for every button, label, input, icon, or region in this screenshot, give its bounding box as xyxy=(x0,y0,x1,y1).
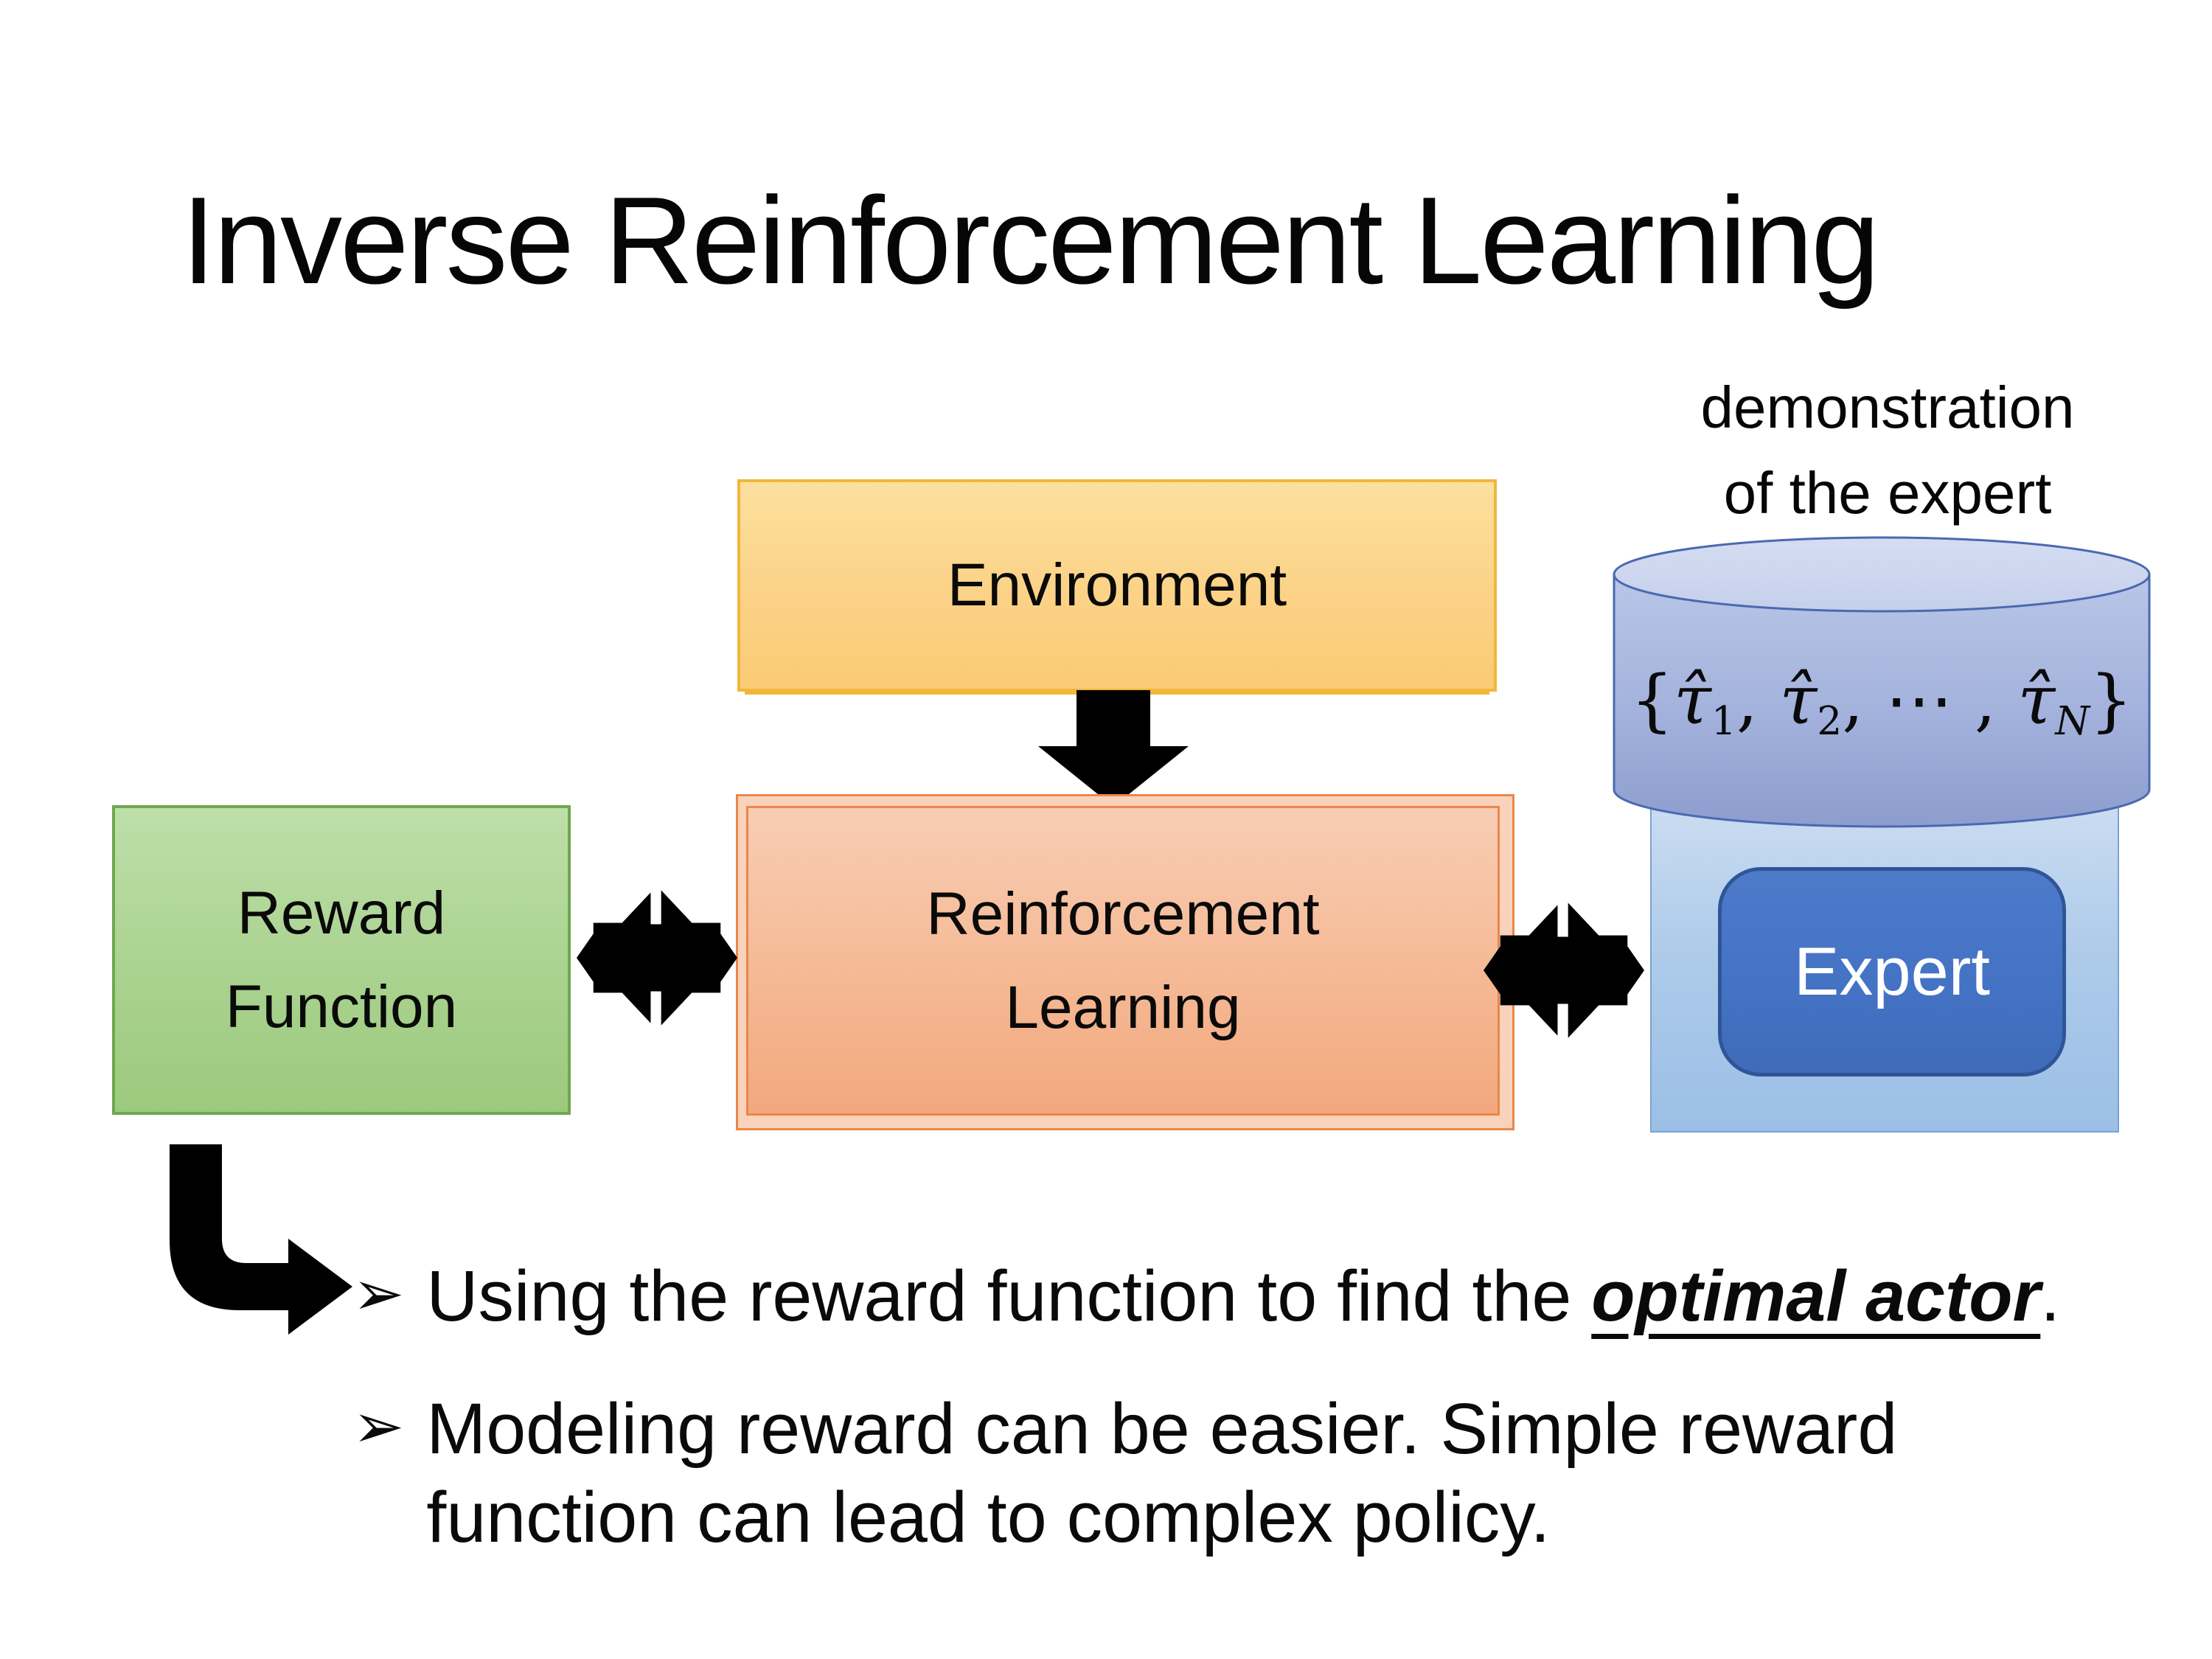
down-arrow-icon xyxy=(1038,690,1189,807)
environment-label: Environment xyxy=(947,552,1287,619)
expert-box: Expert xyxy=(1718,867,2066,1077)
exchange-arrows-icon-left xyxy=(577,883,737,1032)
slide-title: Inverse Reinforcement Learning xyxy=(181,171,1880,310)
demonstration-note-line2: of the expert xyxy=(1723,460,2052,526)
bullet-arrowhead-icon: ➢ xyxy=(352,1391,405,1461)
rl-label-line1: Reinforcement xyxy=(926,880,1320,947)
bullet-2-line1: Modeling reward can be easier. Simple re… xyxy=(426,1388,1898,1469)
environment-box: Environment xyxy=(737,479,1497,692)
bullet-2-line2: function can lead to complex policy. xyxy=(426,1477,1551,1558)
demonstration-note: demonstration of the expert xyxy=(1578,365,2197,536)
bullet-2-text: Modeling reward can be easier. Simple re… xyxy=(426,1385,1897,1562)
bullet-item-1: ➢ Using the reward function to find the … xyxy=(352,1252,2060,1340)
bullet-arrowhead-icon: ➢ xyxy=(352,1259,405,1328)
trajectory-set-formula: {τ̂1, τ̂2, ⋯ , τ̂N} xyxy=(1630,661,2133,744)
bullet-item-2: ➢ Modeling reward can be easier. Simple … xyxy=(352,1385,1897,1562)
reward-label-line2: Function xyxy=(225,973,458,1040)
demonstration-database-icon xyxy=(1613,536,2151,828)
reinforcement-learning-box: Reinforcement Learning xyxy=(746,806,1500,1116)
demonstration-note-line1: demonstration xyxy=(1700,375,2075,440)
exchange-arrows-icon-right xyxy=(1484,896,1644,1045)
bent-arrow-icon xyxy=(170,1144,352,1335)
expert-label: Expert xyxy=(1794,933,1990,1009)
bullet-1-text: Using the reward function to find the op… xyxy=(426,1256,2061,1336)
reward-label-line1: Reward xyxy=(237,879,446,947)
rl-label-line2: Learning xyxy=(1005,974,1241,1041)
reward-function-box: Reward Function xyxy=(112,805,571,1115)
